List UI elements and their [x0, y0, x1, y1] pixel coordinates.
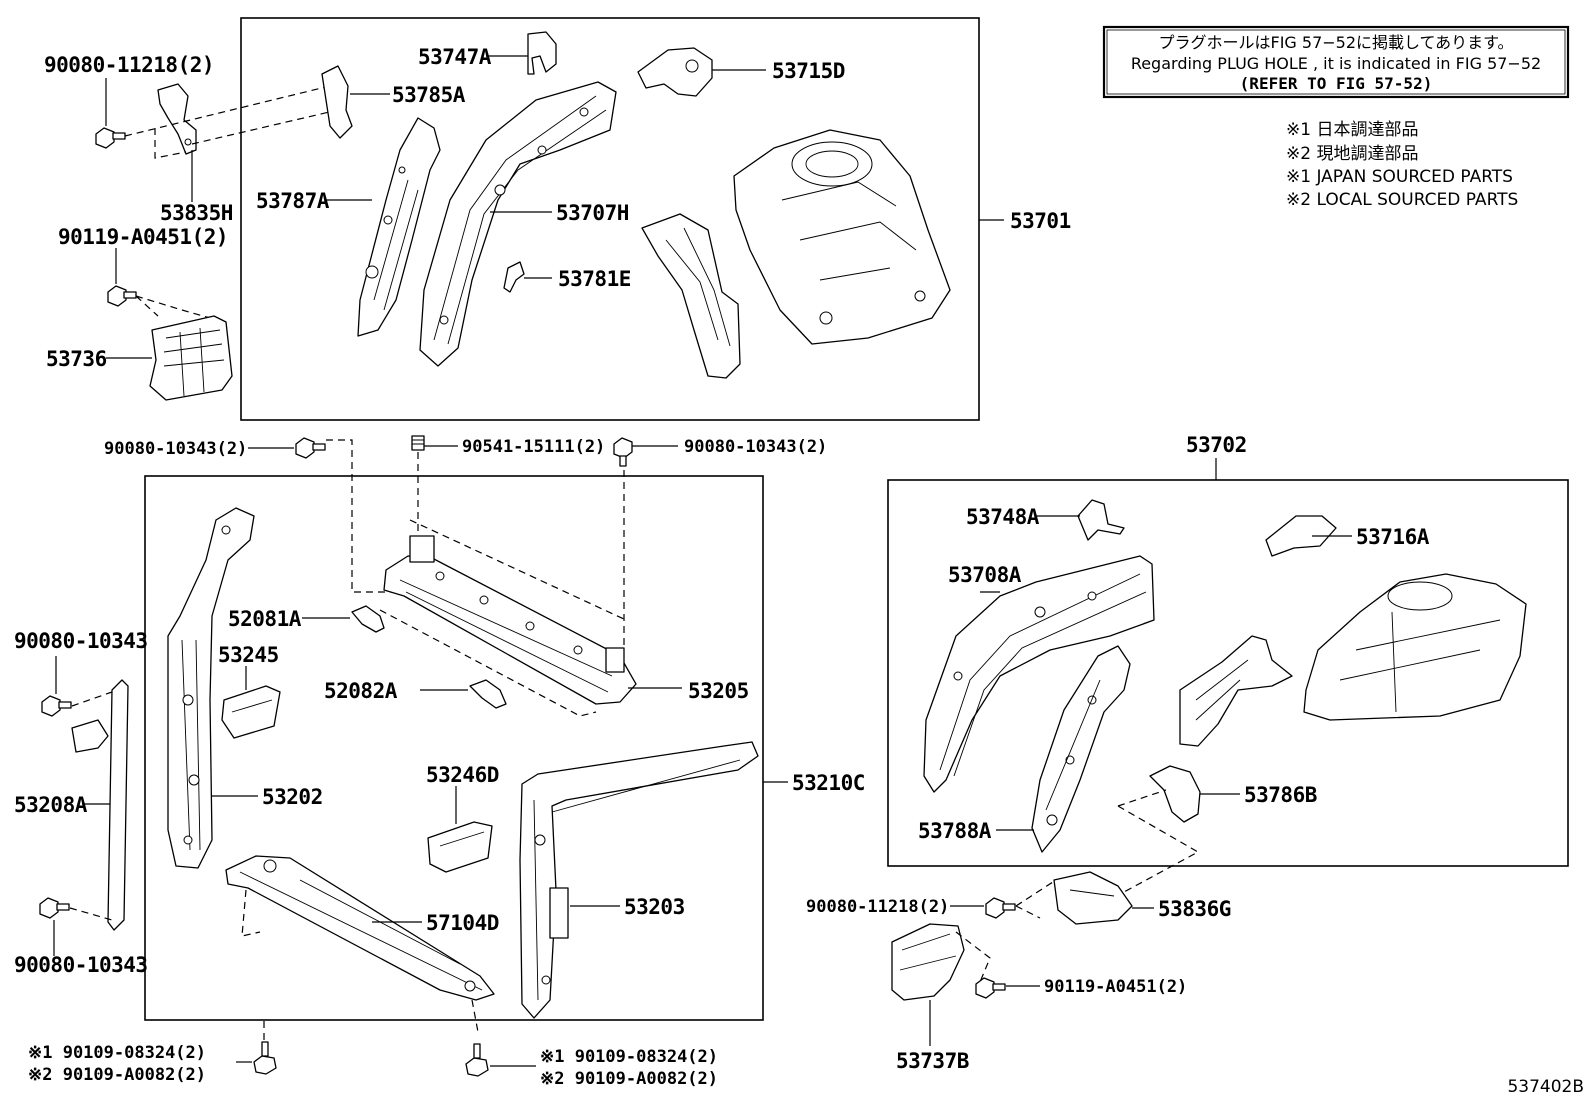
label-53702: 53702	[1186, 433, 1247, 457]
label-53708a: 53708A	[948, 563, 1022, 587]
label-90541-15111: 90541-15111(2)	[462, 437, 605, 457]
bracket-53786b	[1149, 765, 1201, 823]
legend-line-4: ※2 LOCAL SOURCED PARTS	[1286, 190, 1518, 210]
notice-ref: (REFER TO FIG 57-52)	[1240, 74, 1433, 93]
label-53747a: 53747A	[418, 45, 492, 69]
bolt-90119-a0451-top	[107, 285, 137, 307]
bracket-52081a	[351, 605, 385, 633]
label-90080-10343-c: 90080-10343	[14, 629, 148, 653]
notice-en: Regarding PLUG HOLE , it is indicated in…	[1131, 54, 1541, 73]
member-53702-rear	[1179, 635, 1293, 747]
label-bolt-left-2: ※2 90109-A0082(2)	[28, 1065, 206, 1085]
label-53786b: 53786B	[1244, 783, 1317, 807]
bolt-90119-a0451-bot	[975, 977, 1006, 999]
bolt-90080-10343-d	[39, 897, 70, 919]
bracket-53245	[221, 685, 281, 739]
bracket-53835h	[157, 83, 197, 155]
legend: ※1 日本調達部品 ※2 現地調達部品 ※1 JAPAN SOURCED PAR…	[1286, 120, 1518, 210]
legend-line-2: ※2 現地調達部品	[1286, 144, 1418, 164]
label-53836g: 53836G	[1158, 897, 1231, 921]
label-53787a: 53787A	[256, 189, 330, 213]
label-90080-11218-top: 90080-11218(2)	[44, 53, 214, 77]
legend-line-1: ※1 日本調達部品	[1286, 120, 1418, 140]
label-90080-10343-a: 90080-10343(2)	[104, 439, 247, 459]
wheelhouse-53701	[733, 129, 951, 345]
bracket-53736	[149, 315, 233, 401]
notice-jp: プラグホールはFIG 57−52に掲載してあります。	[1159, 33, 1514, 52]
label-53716a: 53716A	[1356, 525, 1430, 549]
bolt-90080-10343-a	[295, 437, 326, 459]
label-53701: 53701	[1010, 209, 1071, 233]
label-90119-a0451-top: 90119-A0451(2)	[58, 225, 228, 249]
label-53715d: 53715D	[772, 59, 845, 83]
bolt-90080-10343-c	[41, 695, 72, 717]
bracket-53785a	[321, 65, 353, 139]
wheelhouse-53702	[1303, 573, 1527, 721]
label-53208a: 53208A	[14, 793, 88, 817]
panel-53787a	[357, 117, 441, 337]
label-90080-10343-b: 90080-10343(2)	[684, 437, 827, 457]
apron-53708a	[923, 555, 1155, 793]
bracket-53246d	[427, 821, 493, 873]
bracket-53716a	[1265, 515, 1337, 557]
label-90080-11218-bot: 90080-11218(2)	[806, 897, 949, 917]
bolt-90080-11218-top	[95, 127, 126, 149]
label-57104d: 57104D	[426, 911, 499, 935]
bracket-53737b	[891, 923, 965, 1001]
label-53835h: 53835H	[160, 201, 233, 225]
label-53736: 53736	[46, 347, 107, 371]
legend-line-3: ※1 JAPAN SOURCED PARTS	[1286, 167, 1513, 187]
frame-53210c	[144, 475, 764, 1021]
bolt-90080-10343-b	[613, 437, 633, 467]
label-53785a: 53785A	[392, 83, 466, 107]
label-52082a: 52082A	[324, 679, 398, 703]
label-90080-10343-d: 90080-10343	[14, 953, 148, 977]
label-53245: 53245	[218, 643, 279, 667]
label-53781e: 53781E	[558, 267, 631, 291]
crossmember-57104d	[225, 855, 495, 1001]
label-90119-a0451-bot: 90119-A0451(2)	[1044, 977, 1187, 997]
label-bolt-right-1: ※1 90109-08324(2)	[540, 1047, 718, 1067]
label-53205: 53205	[688, 679, 749, 703]
bracket-53748a	[1077, 499, 1125, 541]
bracket-52082a	[469, 679, 507, 709]
bolt-90109-left	[253, 1041, 277, 1075]
bracket-53781e	[503, 261, 525, 293]
pillar-53202	[167, 507, 255, 869]
label-53210c: 53210C	[792, 771, 865, 795]
bolt-90109-right	[465, 1043, 489, 1077]
bracket-53208a	[71, 679, 129, 931]
label-53788a: 53788A	[918, 819, 992, 843]
plug-hole-notice: プラグホールはFIG 57−52に掲載してあります。 Regarding PLU…	[1102, 25, 1570, 99]
apron-53707h	[419, 81, 617, 367]
figure-id: 537402B	[1507, 1077, 1584, 1097]
label-52081a: 52081A	[228, 607, 302, 631]
label-53246d: 53246D	[426, 763, 499, 787]
label-53202: 53202	[262, 785, 323, 809]
label-53203: 53203	[624, 895, 685, 919]
label-53737b: 53737B	[896, 1049, 969, 1073]
bracket-53747a	[527, 31, 557, 75]
label-bolt-left-1: ※1 90109-08324(2)	[28, 1043, 206, 1063]
pillar-53203	[519, 741, 759, 1019]
label-53707h: 53707H	[556, 201, 629, 225]
label-53748a: 53748A	[966, 505, 1040, 529]
upper-support-53205	[383, 535, 637, 705]
panel-53788a	[1031, 645, 1131, 853]
bracket-53715d	[637, 47, 713, 97]
bolt-90080-11218-bot	[985, 897, 1016, 919]
nut-90541-15111	[411, 435, 425, 451]
frame-53702	[887, 479, 1569, 867]
member-53701-rear	[641, 213, 741, 379]
bracket-53836g	[1053, 871, 1133, 925]
label-bolt-right-2: ※2 90109-A0082(2)	[540, 1069, 718, 1089]
frame-53701	[240, 17, 980, 421]
